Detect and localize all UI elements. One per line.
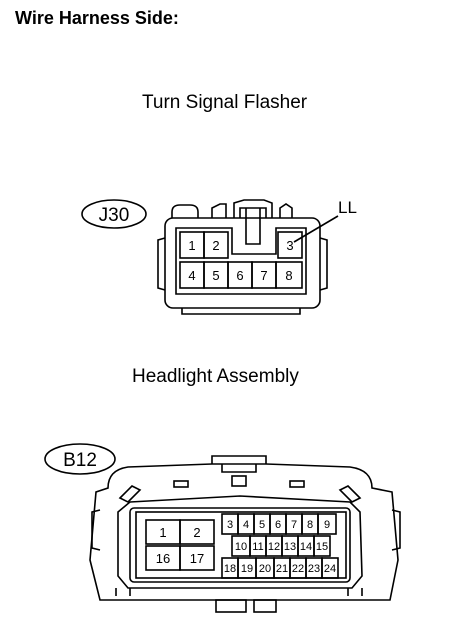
j30-pin-4: 4 [188, 268, 195, 283]
b12-pin-13: 13 [284, 541, 296, 553]
j30-pin-7: 7 [260, 268, 267, 283]
b12-large-pin-grid [145, 519, 215, 571]
b12-pin-24: 24 [324, 563, 336, 575]
b12-pin-3: 3 [227, 519, 233, 531]
b12-pin-16: 16 [156, 551, 170, 566]
b12-pin-23: 23 [308, 563, 320, 575]
j30-pin-3: 3 [286, 238, 293, 253]
j30-pin-8: 8 [285, 268, 292, 283]
turn-signal-flasher-label: Turn Signal Flasher [142, 92, 308, 113]
j30-pin-grid [179, 231, 303, 289]
b12-connector-housing [89, 455, 401, 613]
b12-pin-18: 18 [224, 563, 236, 575]
j30-pin-6: 6 [236, 268, 243, 283]
b12-pin-17: 17 [190, 551, 204, 566]
b12-pin-8: 8 [307, 519, 313, 531]
ll-leader-line [293, 215, 339, 243]
b12-pin-7: 7 [291, 519, 297, 531]
b12-pin-20: 20 [259, 563, 271, 575]
b12-pin-12: 12 [268, 541, 280, 553]
j30-pin-5: 5 [212, 268, 219, 283]
j30-connector-housing [157, 199, 328, 315]
b12-pin-15: 15 [316, 541, 328, 553]
b12-pin-10: 10 [235, 541, 247, 553]
b12-pin-1: 1 [159, 525, 166, 540]
ll-callout-label: LL [338, 198, 357, 217]
b12-pin-21: 21 [276, 563, 288, 575]
headlight-assembly-label: Headlight Assembly [132, 366, 299, 387]
b12-pin-14: 14 [300, 541, 312, 553]
b12-pin-19: 19 [241, 563, 253, 575]
b12-connector-code: B12 [63, 450, 97, 471]
b12-pin-5: 5 [259, 519, 265, 531]
b12-pin-6: 6 [275, 519, 281, 531]
b12-pin-9: 9 [324, 519, 330, 531]
j30-badge-outline [81, 199, 147, 229]
b12-pin-2: 2 [193, 525, 200, 540]
diagram-title: Wire Harness Side: [15, 8, 179, 28]
j30-connector-code: J30 [99, 205, 130, 226]
b12-pin-22: 22 [292, 563, 304, 575]
j30-pin-2: 2 [212, 238, 219, 253]
b12-badge-outline [44, 443, 116, 475]
j30-pin-1: 1 [188, 238, 195, 253]
b12-pin-4: 4 [243, 519, 249, 531]
b12-small-pin-grid [221, 513, 339, 579]
b12-pin-11: 11 [252, 541, 263, 553]
